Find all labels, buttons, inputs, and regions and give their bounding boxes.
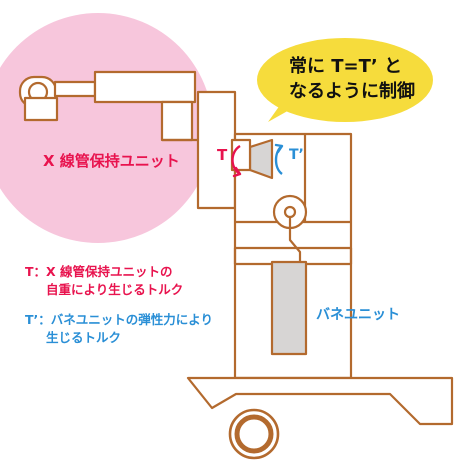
legend-tp-line-2: 生じるトルク (46, 330, 122, 345)
x-tube-base (23, 96, 59, 122)
pulley-hub (283, 205, 297, 219)
callout-bubble (257, 38, 433, 122)
t-marker: T (217, 146, 228, 164)
x-tube-neck (53, 80, 97, 98)
x-tube-unit-highlight (0, 13, 213, 243)
torque-arrow-t-prime (274, 143, 284, 175)
x-tube-arm (93, 70, 197, 104)
legend-t-line-1: T：X 線管保持ユニットの (25, 264, 173, 279)
cable (288, 218, 302, 262)
pivot-left-block (230, 138, 252, 172)
x-tube-elbow (160, 100, 194, 142)
t-prime-marker: T’ (289, 147, 304, 163)
callout-line-1: 常に T=T’ と (289, 56, 403, 77)
legend-t-line-2: 自重により生じるトルク (46, 282, 184, 297)
spring-unit-label: バネユニット (316, 307, 400, 323)
legend-tp-line-1: T’：バネユニットの弾性力により (25, 312, 214, 327)
torque-arrow-t (231, 144, 242, 178)
spring-cylinder (270, 260, 308, 356)
x-tube-unit-label: X 線管保持ユニット (43, 152, 180, 170)
stand-base (186, 376, 454, 426)
wheel-inner (234, 414, 274, 454)
callout-line-2: なるように制御 (289, 81, 415, 102)
torque-cone (248, 138, 274, 180)
